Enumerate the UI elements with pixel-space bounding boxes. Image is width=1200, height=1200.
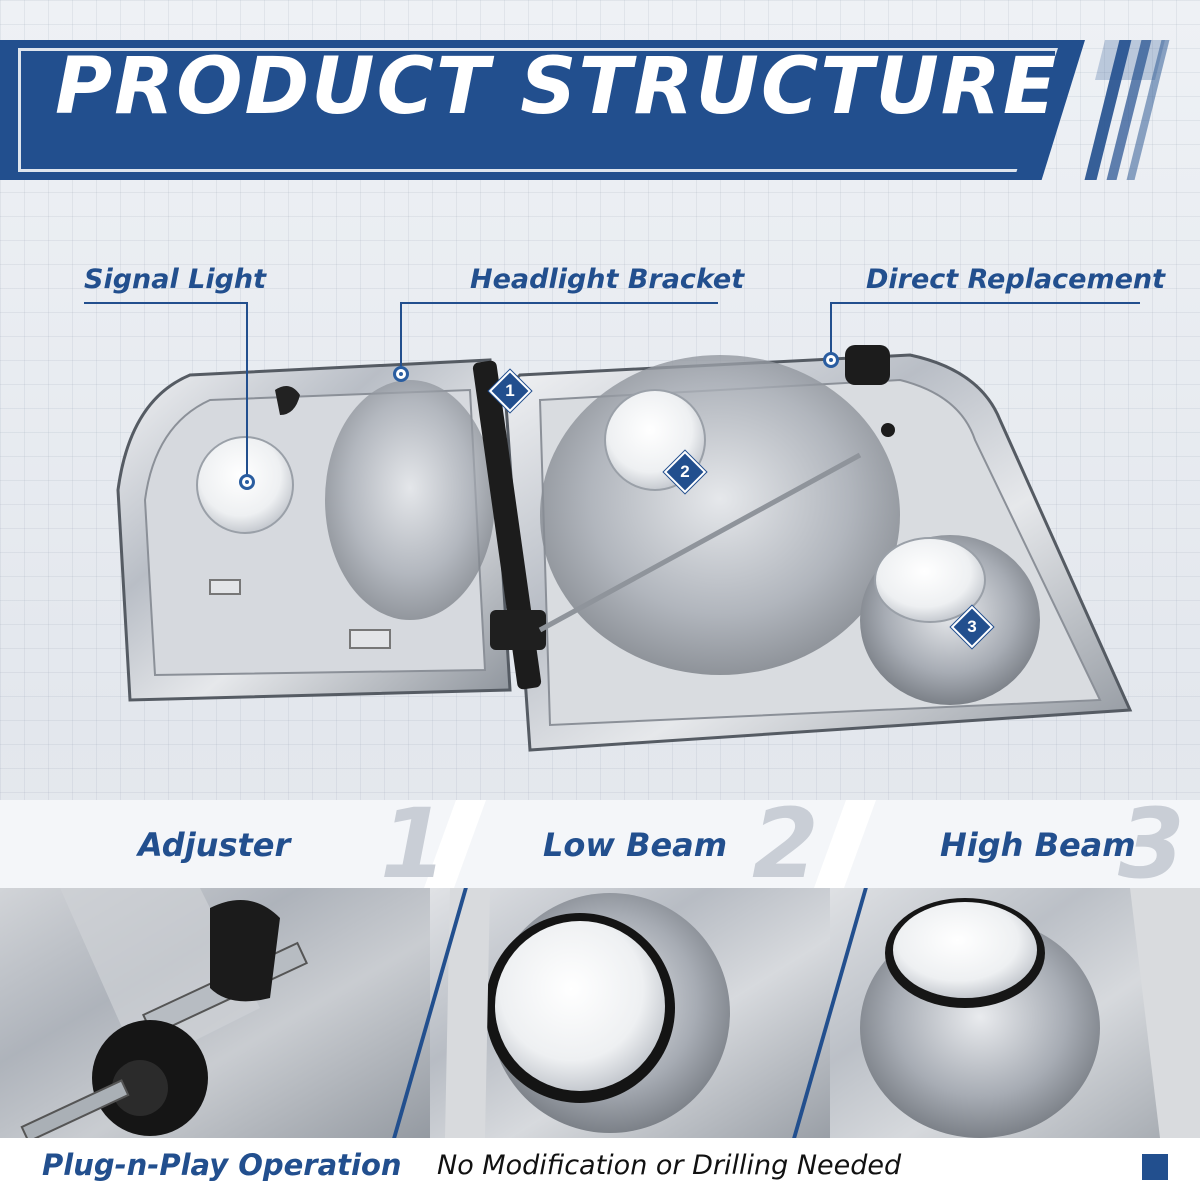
marker-number: 2: [680, 462, 690, 481]
detail-panel-low-beam: [430, 888, 830, 1138]
detail-panel-high-beam: [830, 888, 1200, 1138]
callout-dot: [393, 366, 409, 382]
headlight-assembly-image: [116, 345, 1133, 752]
callout-signal-light: Signal Light: [84, 264, 267, 295]
feature-label-high-beam: High Beam: [940, 826, 1136, 864]
detail-panel-adjuster: [0, 888, 430, 1138]
footer-title: Plug-n-Play Operation: [42, 1148, 402, 1182]
leader-line: [400, 302, 718, 304]
feature-number-3: 3: [1118, 788, 1185, 900]
feature-label-low-beam: Low Beam: [543, 826, 728, 864]
low-beam-closeup-image: [430, 888, 830, 1138]
leader-line: [830, 302, 1140, 304]
feature-number-2: 2: [752, 788, 819, 900]
callout-dot: [239, 474, 255, 490]
callout-dot: [823, 352, 839, 368]
footer-text: No Modification or Drilling Needed: [437, 1150, 902, 1181]
feature-band: [0, 800, 1200, 888]
marker-number: 3: [967, 617, 977, 636]
marker-number: 1: [505, 381, 515, 400]
page-title: PRODUCT STRUCTURE: [55, 42, 1059, 132]
feature-label-adjuster: Adjuster: [138, 826, 291, 864]
callout-headlight-bracket: Headlight Bracket: [470, 264, 745, 295]
footer-square-icon: [1142, 1154, 1168, 1180]
leader-line: [246, 302, 248, 480]
adjuster-closeup-image: [0, 888, 430, 1138]
title-banner: [0, 40, 1085, 180]
leader-line: [830, 302, 832, 354]
feature-number-1: 1: [380, 788, 447, 900]
leader-line: [84, 302, 248, 304]
callout-direct-replacement: Direct Replacement: [866, 264, 1166, 295]
footer-bar: [0, 1138, 1200, 1200]
high-beam-closeup-image: [830, 888, 1200, 1138]
leader-line: [400, 302, 402, 370]
